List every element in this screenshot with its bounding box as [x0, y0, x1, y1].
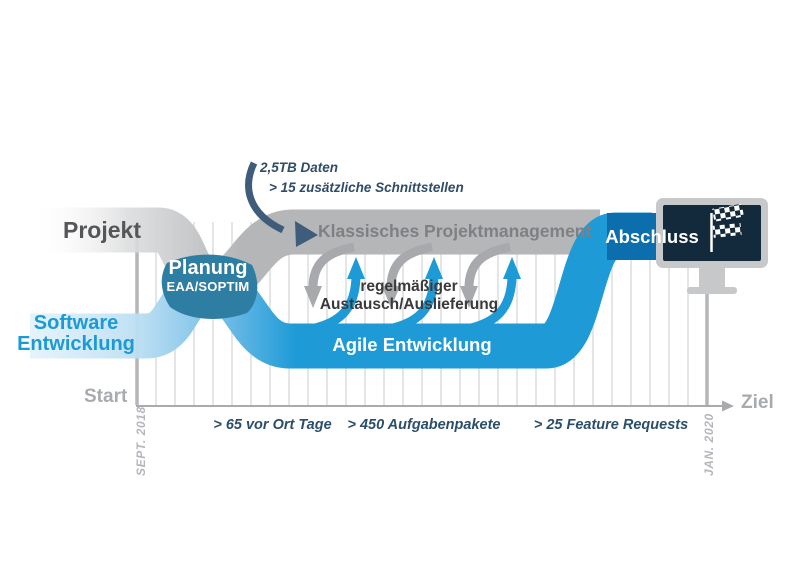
software-label-line1: Software	[33, 312, 119, 334]
gray-down-arrow-icon	[464, 242, 511, 289]
abschluss-label: Abschluss	[605, 226, 699, 247]
timeline-start-label: Start	[84, 386, 128, 407]
data-annotation: 2,5TB Daten > 15 zusätzliche Schnittstel…	[260, 158, 464, 198]
milestone-label: > 65 vor Ort Tage	[213, 417, 332, 433]
blue-up-arrow-icon	[309, 276, 361, 334]
timeline-end-label: Ziel	[741, 392, 774, 413]
software-entwicklung-label: Software Entwicklung	[8, 313, 144, 355]
austausch-label: regelmäßiger Austausch/Auslieferung	[319, 278, 499, 313]
data-annotation-arrow-icon	[245, 161, 285, 234]
checkered-flag-icon	[712, 203, 744, 222]
gray-exchange-arrows	[304, 242, 511, 308]
timeline-end-date: JAN. 2020	[702, 413, 716, 476]
timeline-arrowhead-icon	[722, 400, 734, 412]
agile-entwicklung-label: Agile Entwicklung	[332, 334, 492, 355]
blue-exchange-arrows	[309, 257, 521, 334]
planung-label: Planung EAA/SOPTIM	[148, 257, 268, 294]
timeline-start-date: SEPT. 2018	[134, 406, 148, 476]
checkered-flag-icon	[712, 222, 742, 238]
gray-down-arrow-icon	[386, 242, 433, 289]
milestone-label: > 450 Aufgabenpakete	[347, 417, 501, 433]
blue-up-arrow-icon	[387, 276, 439, 334]
gray-down-arrowhead-icon	[460, 286, 478, 308]
software-label-line2: Entwicklung	[17, 333, 135, 355]
projekt-label: Projekt	[63, 217, 141, 243]
blue-up-arrow-icon	[465, 276, 517, 334]
monitor-with-checkered-flag-icon	[656, 198, 768, 294]
planung-overlap-patch	[161, 254, 258, 319]
milestone-label: > 25 Feature Requests	[533, 417, 689, 433]
planung-subtitle: EAA/SOPTIM	[166, 279, 250, 294]
monitor-base	[687, 287, 737, 294]
blue-up-arrowhead-icon	[425, 257, 443, 279]
monitor-stand	[699, 268, 725, 287]
planung-title: Planung	[168, 257, 248, 279]
data-annotation-line1: 2,5TB Daten	[260, 160, 339, 175]
gray-down-arrowhead-icon	[304, 286, 322, 308]
blue-up-arrowhead-icon	[347, 257, 365, 279]
data-annotation-arrowhead-icon	[295, 221, 318, 247]
gray-down-arrow-icon	[308, 242, 355, 289]
gray-down-arrowhead-icon	[382, 286, 400, 308]
klassisches-projektmanagement-label: Klassisches Projektmanagement	[318, 221, 592, 241]
data-annotation-line2: > 15 zusätzliche Schnittstellen	[269, 180, 464, 195]
blue-up-arrowhead-icon	[503, 257, 521, 279]
